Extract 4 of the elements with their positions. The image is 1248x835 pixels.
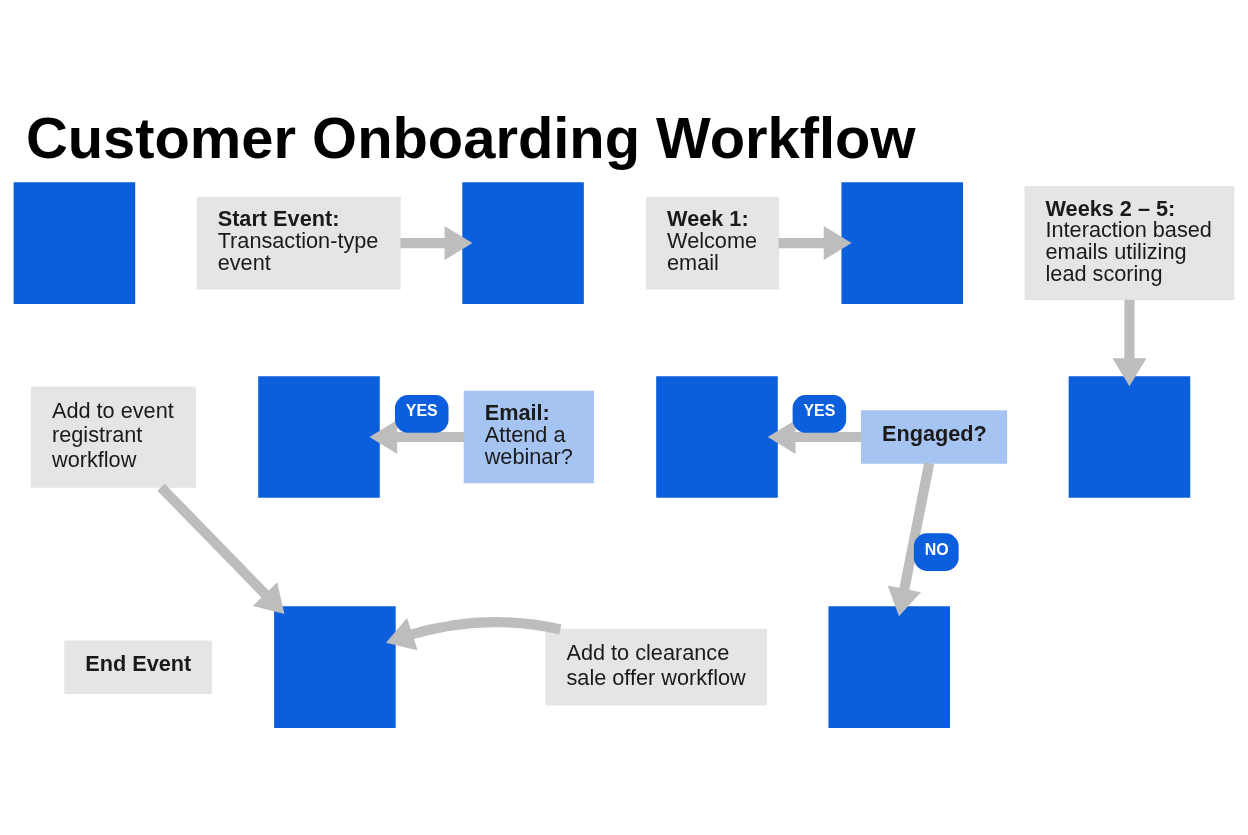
edge-label: NO (924, 540, 949, 558)
edge-label: YES (803, 402, 836, 420)
edge-label: YES (405, 402, 438, 420)
diagram-title: Customer Onboarding Workflow (25, 106, 916, 171)
